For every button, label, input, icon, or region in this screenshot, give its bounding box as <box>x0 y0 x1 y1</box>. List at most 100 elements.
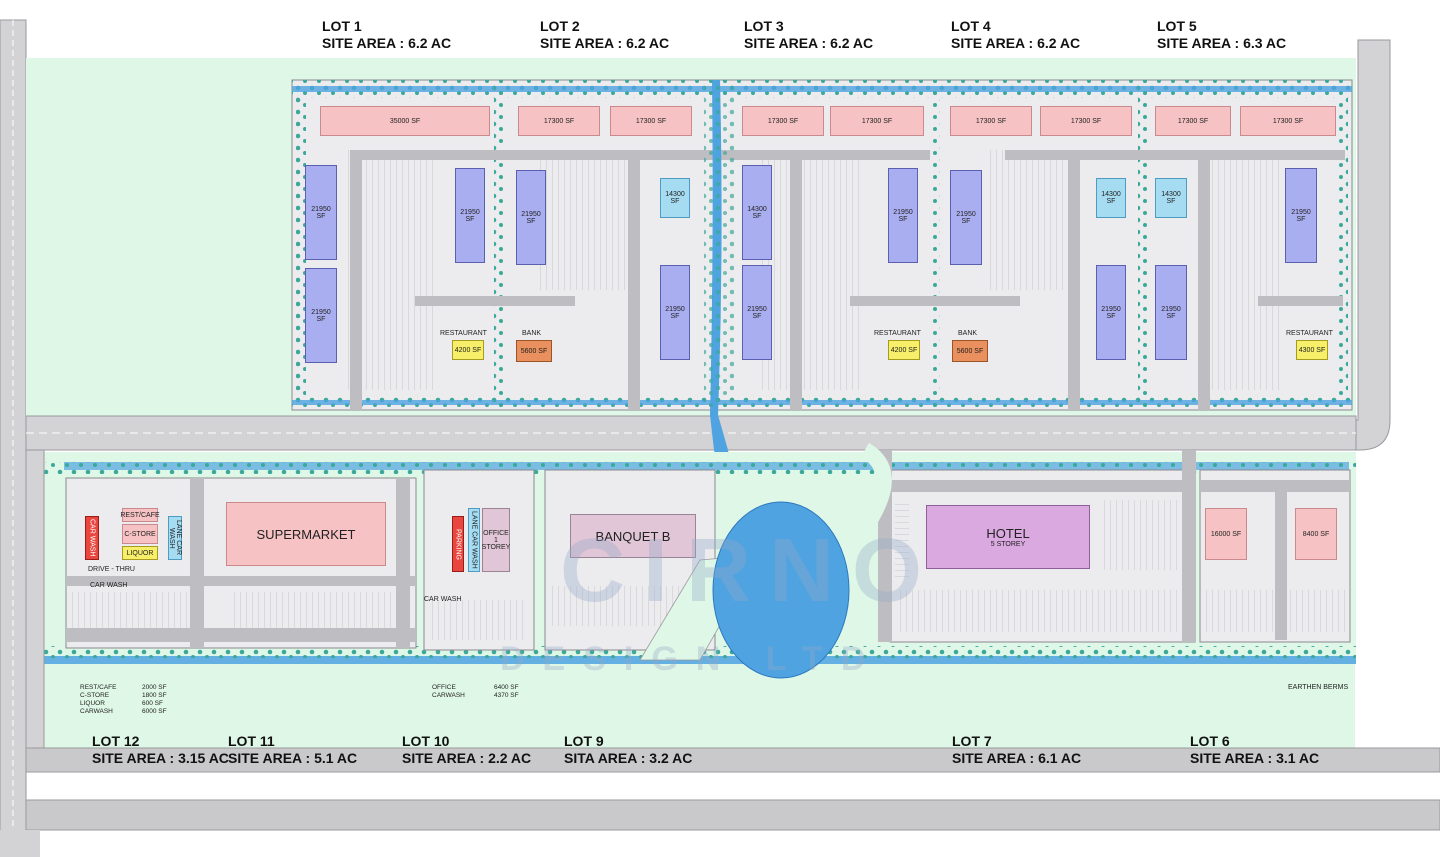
office-building: OFFICE 1 STOREY <box>482 508 510 572</box>
lot-3-label: LOT 3 SITE AREA : 6.2 AC <box>744 18 873 52</box>
lot-5-restaurant-label: RESTAURANT <box>1286 330 1333 337</box>
legend-value: 6000 SF <box>142 708 167 715</box>
hotel-label: HOTEL <box>986 526 1030 541</box>
lot-12-label: LOT 12 SITE AREA : 3.15 AC <box>92 733 229 767</box>
legend-item: CARWASH <box>80 708 113 715</box>
lot-6-label: LOT 6 SITE AREA : 3.1 AC <box>1190 733 1319 767</box>
lot-11-label: LOT 11 SITE AREA : 5.1 AC <box>228 733 357 767</box>
lane-car-wash-b: LANE CAR WASH <box>468 508 480 572</box>
lot-1-bay-c: 21950 SF <box>455 168 485 263</box>
lot-5-bay-b: 21950 SF <box>1155 265 1187 360</box>
lot-5-bay-c: 21950 SF <box>1285 168 1317 263</box>
hotel-storey: 5 STOREY <box>990 541 1026 548</box>
lot-4-label: LOT 4 SITE AREA : 6.2 AC <box>951 18 1080 52</box>
lot-5-area: SITE AREA : 6.3 AC <box>1157 35 1287 51</box>
office-label: OFFICE <box>483 529 509 537</box>
lot-2-bank: 5600 SF <box>516 340 552 362</box>
lot-10-label: LOT 10 SITE AREA : 2.2 AC <box>402 733 531 767</box>
lot-7-area: SITE AREA : 6.1 AC <box>952 750 1082 766</box>
lot-5-name: LOT 5 <box>1157 18 1197 34</box>
legend-value: 1800 SF <box>142 692 167 699</box>
lot-3-name: LOT 3 <box>744 18 784 34</box>
lot-9-area: SITA AREA : 3.2 AC <box>564 750 693 766</box>
legend-item: OFFICE <box>432 684 456 691</box>
rest-cafe: REST/CAFE <box>120 508 160 522</box>
lot-3-restaurant: 4200 SF <box>888 340 920 360</box>
lot-6-area: SITE AREA : 3.1 AC <box>1190 750 1320 766</box>
lot-7-name: LOT 7 <box>952 733 992 749</box>
legend-value: 4370 SF <box>494 692 519 699</box>
lot-2-bay-c: 21950 SF <box>660 265 690 360</box>
lot-9-label: LOT 9 SITA AREA : 3.2 AC <box>564 733 692 767</box>
legend-item: REST/CAFE <box>80 684 117 691</box>
lot-11-name: LOT 11 <box>228 733 275 749</box>
drive-thru-label: DRIVE - THRU <box>88 566 135 573</box>
lot-4-bay-a: 21950 SF <box>950 170 982 265</box>
lot-5-retail-b: 17300 SF <box>1240 106 1336 136</box>
lot-4-bank-label: BANK <box>958 330 978 337</box>
lot-11-area: SITE AREA : 5.1 AC <box>228 750 358 766</box>
lot-2-label: LOT 2 SITE AREA : 6.2 AC <box>540 18 669 52</box>
lot-10-area: SITE AREA : 2.2 AC <box>402 750 532 766</box>
lot-12-area: SITE AREA : 3.15 AC <box>92 750 229 766</box>
lot-1-label: LOT 1 SITE AREA : 6.2 AC <box>322 18 451 52</box>
parking-structure: PARKING <box>452 516 464 572</box>
c-store: C-STORE <box>122 524 158 544</box>
lot-10-area-legend: OFFICE 6400 SF CARWASH 4370 SF <box>432 684 519 700</box>
lot-5-restaurant: 4300 SF <box>1296 340 1328 360</box>
lot-5-label: LOT 5 SITE AREA : 6.3 AC <box>1157 18 1286 52</box>
lot-4-retail-b: 17300 SF <box>1040 106 1132 136</box>
earthen-berms-label: EARTHEN BERMS <box>1288 684 1349 691</box>
meander-path <box>841 443 892 641</box>
hotel: HOTEL 5 STOREY <box>926 505 1090 569</box>
car-wash-building: CAR WASH <box>85 516 99 560</box>
lot-4-bay-b: 14300 SF <box>1096 178 1126 218</box>
lot-2-name: LOT 2 <box>540 18 580 34</box>
lot-5-retail-a: 17300 SF <box>1155 106 1231 136</box>
lot-6-building-b: 8400 SF <box>1295 508 1337 560</box>
watermark-text: DESIGN LTD <box>500 640 884 678</box>
legend-value: 600 SF <box>142 700 163 707</box>
lot-6-name: LOT 6 <box>1190 733 1230 749</box>
lot-4-bank: 5600 SF <box>952 340 988 362</box>
lot-4-bay-c: 21950 SF <box>1096 265 1126 360</box>
legend-item: LIQUOR <box>80 700 105 707</box>
lot-10-name: LOT 10 <box>402 733 450 749</box>
lot-12-name: LOT 12 <box>92 733 140 749</box>
lot-1-bay-b: 21950 SF <box>305 268 337 363</box>
banquet-hall: BANQUET B <box>570 514 696 558</box>
lot-7-label: LOT 7 SITE AREA : 6.1 AC <box>952 733 1081 767</box>
lot-1-restaurant: 4200 SF <box>452 340 484 360</box>
lot-3-bay-c: 21950 SF <box>888 168 918 263</box>
lot-3-bay-a: 14300 SF <box>742 165 772 260</box>
legend-value: 6400 SF <box>494 684 519 691</box>
lot-6-building-a: 16000 SF <box>1205 508 1247 560</box>
lot-3-area: SITE AREA : 6.2 AC <box>744 35 874 51</box>
watermark-logo: CIRNO <box>560 521 940 621</box>
lot-9-name: LOT 9 <box>564 733 604 749</box>
lot-5-bay-a: 14300 SF <box>1155 178 1187 218</box>
lot-1-retail-building: 35000 SF <box>320 106 490 136</box>
lot-4-name: LOT 4 <box>951 18 991 34</box>
car-wash-label: CAR WASH <box>90 582 128 589</box>
lot-4-retail-a: 17300 SF <box>950 106 1032 136</box>
legend-item: CARWASH <box>432 692 465 699</box>
lot-2-bay-a: 21950 SF <box>516 170 546 265</box>
lot-2-area: SITE AREA : 6.2 AC <box>540 35 670 51</box>
lot-1-bay-a: 21950 SF <box>305 165 337 260</box>
lot-1-area: SITE AREA : 6.2 AC <box>322 35 452 51</box>
south-lawn <box>40 660 1355 748</box>
liquor: LIQUOR <box>122 546 158 560</box>
car-wash-label-2: CAR WASH <box>424 596 462 603</box>
lot-2-retail-a: 17300 SF <box>518 106 600 136</box>
lot-3-retail-a: 17300 SF <box>742 106 824 136</box>
office-storey: 1 STOREY <box>481 536 511 551</box>
lot-1-name: LOT 1 <box>322 18 362 34</box>
lot-3-bay-b: 21950 SF <box>742 265 772 360</box>
lot-2-bank-label: BANK <box>522 330 542 337</box>
south-road <box>25 747 1440 773</box>
creek <box>710 80 760 560</box>
lot-1-restaurant-label: RESTAURANT <box>440 330 487 337</box>
west-road <box>0 20 26 857</box>
